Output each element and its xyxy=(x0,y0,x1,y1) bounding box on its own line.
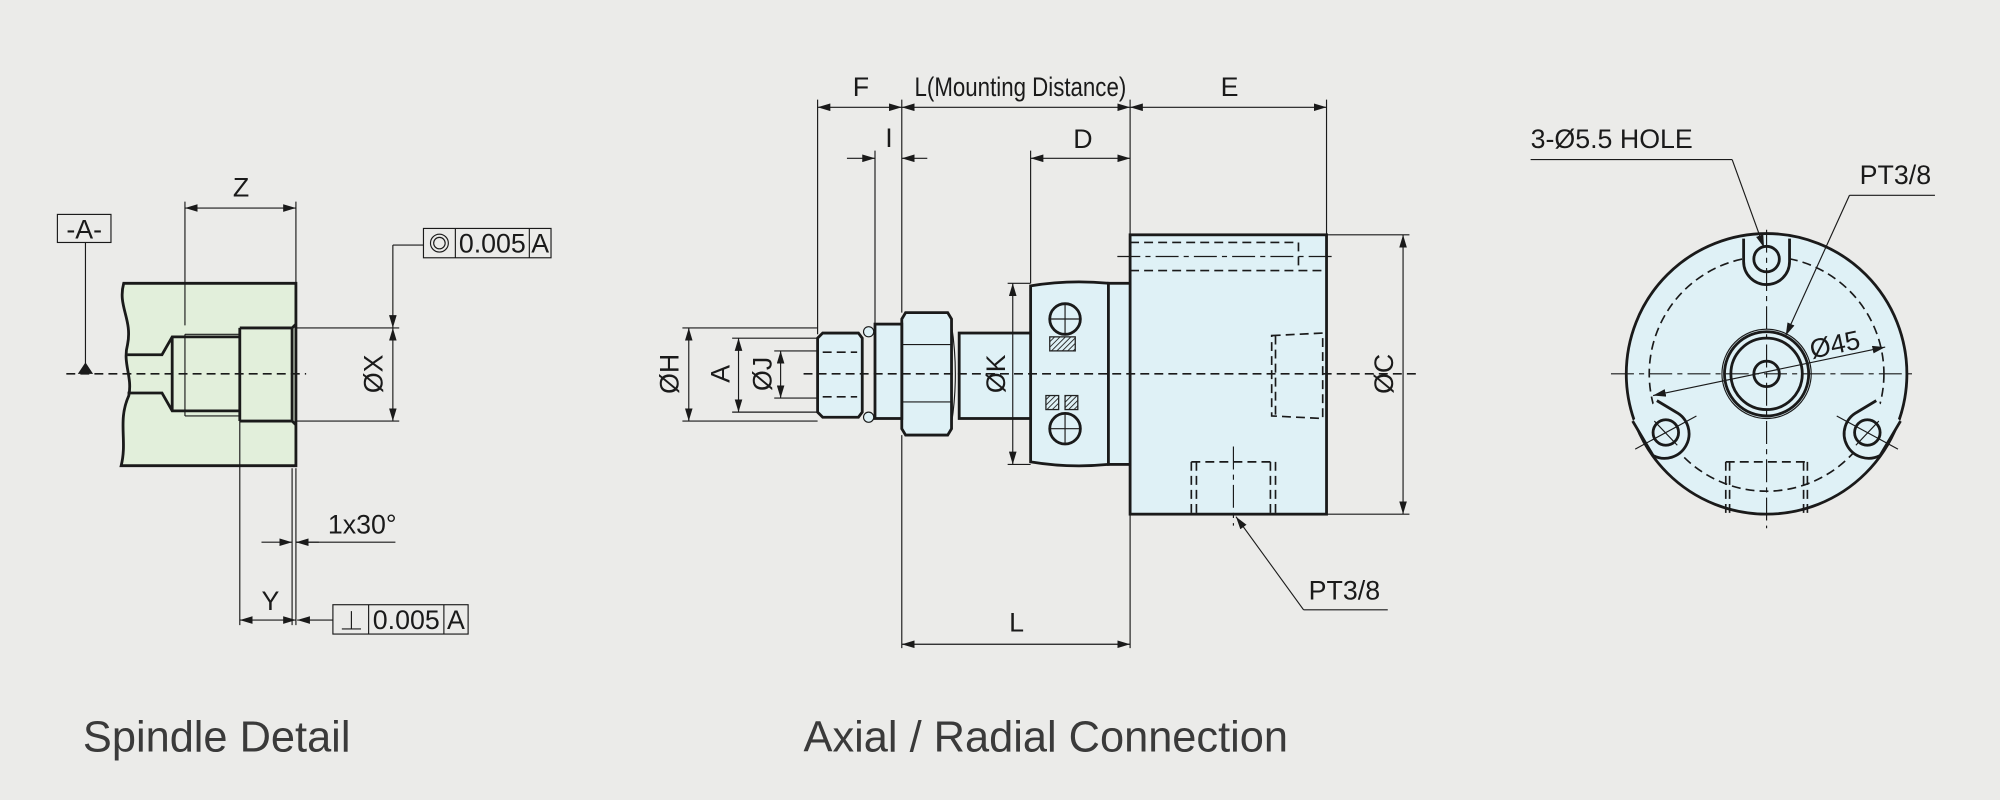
perpendicularity-frame: 0.005 A xyxy=(332,604,469,635)
dim-j-label: ØJ xyxy=(748,357,778,391)
housing-hidden-lines xyxy=(1117,241,1332,526)
dim-c-label: ØC xyxy=(1369,354,1399,394)
datum-triangle-icon xyxy=(77,362,94,374)
pcd-dim-line xyxy=(1652,345,1886,397)
dim-i-label: I xyxy=(885,123,892,153)
dim-h-label: ØH xyxy=(655,354,685,394)
o-ring xyxy=(862,326,875,338)
flange-bolt-holes xyxy=(1045,302,1082,446)
spindle-detail-view: -A- Z ØX 0.005 A 1x30° Y xyxy=(56,173,552,761)
dim-z-label: Z xyxy=(233,173,249,203)
concentricity-icon xyxy=(429,233,449,253)
concentricity-value: 0.005 xyxy=(459,229,526,259)
concentricity-datum: A xyxy=(531,229,549,259)
chamfer-label: 1x30° xyxy=(328,509,397,539)
dim-l-mounting-label: L(Mounting Distance) xyxy=(915,72,1127,102)
datum-label: -A- xyxy=(66,215,102,245)
mounting-holes xyxy=(1631,238,1902,460)
axial-radial-view: F L(Mounting Distance) E I D L ØH A ØJ Ø… xyxy=(655,72,1416,761)
dim-d-label: D xyxy=(1073,124,1092,154)
spindle-detail-title: Spindle Detail xyxy=(83,713,351,761)
end-port-label: PT3/8 xyxy=(1860,160,1931,190)
perpendicularity-value: 0.005 xyxy=(373,605,440,635)
dim-l-label: L xyxy=(1009,608,1024,638)
dim-e-label: E xyxy=(1221,72,1239,102)
end-view: Ø45 3-Ø5.5 HOLE PT3/8 xyxy=(1531,124,1935,529)
dim-a-label: A xyxy=(706,365,736,383)
hole-label: 3-Ø5.5 HOLE xyxy=(1531,124,1693,154)
perpendicularity-datum: A xyxy=(447,605,465,635)
port-label: PT3/8 xyxy=(1309,576,1380,606)
threaded-end xyxy=(816,331,864,419)
dim-k-label: ØK xyxy=(981,354,1011,393)
o-ring xyxy=(862,411,875,423)
concentricity-frame: 0.005 A xyxy=(422,227,552,259)
axial-radial-title: Axial / Radial Connection xyxy=(804,713,1288,761)
datum-box xyxy=(56,213,112,244)
dim-f-label: F xyxy=(853,72,869,102)
dim-x-label: ØX xyxy=(359,354,389,393)
rotor-neck xyxy=(957,331,1033,420)
dim-y-label: Y xyxy=(261,586,279,616)
collar xyxy=(873,322,904,420)
perpendicular-icon xyxy=(341,611,361,630)
